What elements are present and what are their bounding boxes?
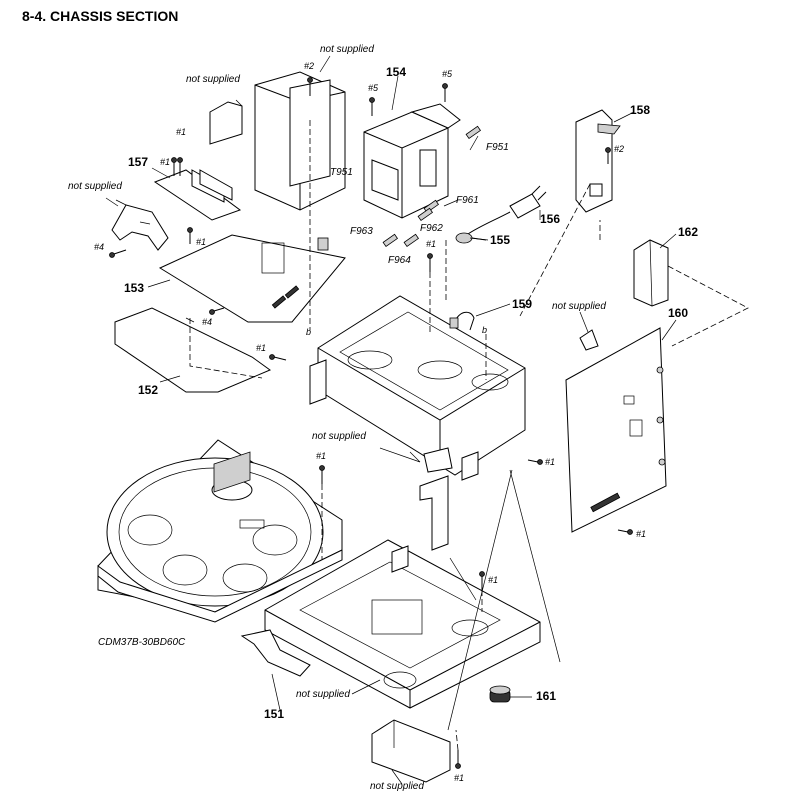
label-155: 155	[490, 233, 511, 247]
label-159: 159	[512, 297, 533, 311]
part-153-board	[158, 234, 346, 323]
part-157-bracket	[153, 169, 242, 221]
label-154: 154	[386, 65, 407, 79]
ref-model: CDM37B-30BD60C	[98, 637, 186, 648]
label-160: 160	[668, 306, 689, 320]
note-not-supplied-7: not supplied	[370, 781, 424, 792]
part-159-clamp	[449, 311, 475, 331]
screw-1-e: #1	[426, 239, 437, 249]
screw-5-b: #5	[442, 69, 453, 79]
ref-b-2: b	[482, 325, 488, 335]
part-156-power-cord	[467, 185, 547, 235]
main-chassis	[309, 295, 526, 481]
part-151-flat-cable	[240, 629, 311, 677]
fuses	[382, 125, 482, 248]
label-156: 156	[540, 212, 561, 226]
label-162: 162	[678, 225, 699, 239]
bracket-not-supplied-left	[111, 199, 169, 251]
assembly-guides	[189, 120, 749, 751]
screw-1-h: #1	[316, 451, 327, 461]
label-158: 158	[630, 103, 651, 117]
ref-f951: F951	[486, 142, 509, 153]
label-152: 152	[138, 383, 159, 397]
part-158-bracket	[575, 109, 621, 213]
screw-1-c: #1	[196, 237, 207, 247]
part-162-bracket	[633, 239, 669, 307]
label-151: 151	[264, 707, 285, 721]
bracket-not-supplied-middle	[419, 447, 453, 551]
leader-lines	[105, 55, 677, 785]
ref-f964: F964	[388, 255, 411, 266]
screw-4-b: #4	[202, 317, 213, 327]
part-154-transformer	[363, 103, 461, 219]
label-153: 153	[124, 281, 145, 295]
screws	[109, 77, 633, 769]
note-not-supplied-2: not supplied	[186, 74, 240, 85]
ref-t951: T951	[330, 167, 353, 178]
part-160-board	[565, 327, 667, 533]
note-not-supplied-1: not supplied	[320, 44, 374, 55]
label-161: 161	[536, 689, 557, 703]
screw-1-i: #1	[488, 575, 499, 585]
cd-mechanism	[97, 439, 343, 623]
note-not-supplied-4: not supplied	[552, 301, 606, 312]
screw-5-a: #5	[368, 83, 379, 93]
ref-f962: F962	[420, 223, 443, 234]
shield-box-not-supplied	[254, 71, 346, 211]
screw-1-b: #1	[160, 157, 171, 167]
ref-f961: F961	[456, 195, 479, 206]
lower-chassis	[264, 539, 541, 709]
screw-1-j: #1	[454, 773, 465, 783]
screw-4-a: #4	[94, 242, 105, 252]
screw-1-f: #1	[545, 457, 556, 467]
bracket-not-supplied-bottom	[371, 719, 451, 783]
part-161-foot	[489, 685, 511, 703]
note-not-supplied-3: not supplied	[68, 181, 122, 192]
screw-1-g: #1	[636, 529, 647, 539]
screw-1-a: #1	[176, 127, 187, 137]
section-title: 8-4. CHASSIS SECTION	[22, 8, 179, 24]
screw-2-b: #2	[614, 144, 625, 154]
label-157: 157	[128, 155, 149, 169]
note-not-supplied-5: not supplied	[312, 431, 366, 442]
bracket-not-supplied-top	[209, 101, 243, 145]
ref-b-1: b	[306, 327, 312, 337]
screw-2-a: #2	[304, 61, 315, 71]
screw-1-d: #1	[256, 343, 267, 353]
ref-f963: F963	[350, 226, 373, 237]
note-not-supplied-6: not supplied	[296, 689, 350, 700]
